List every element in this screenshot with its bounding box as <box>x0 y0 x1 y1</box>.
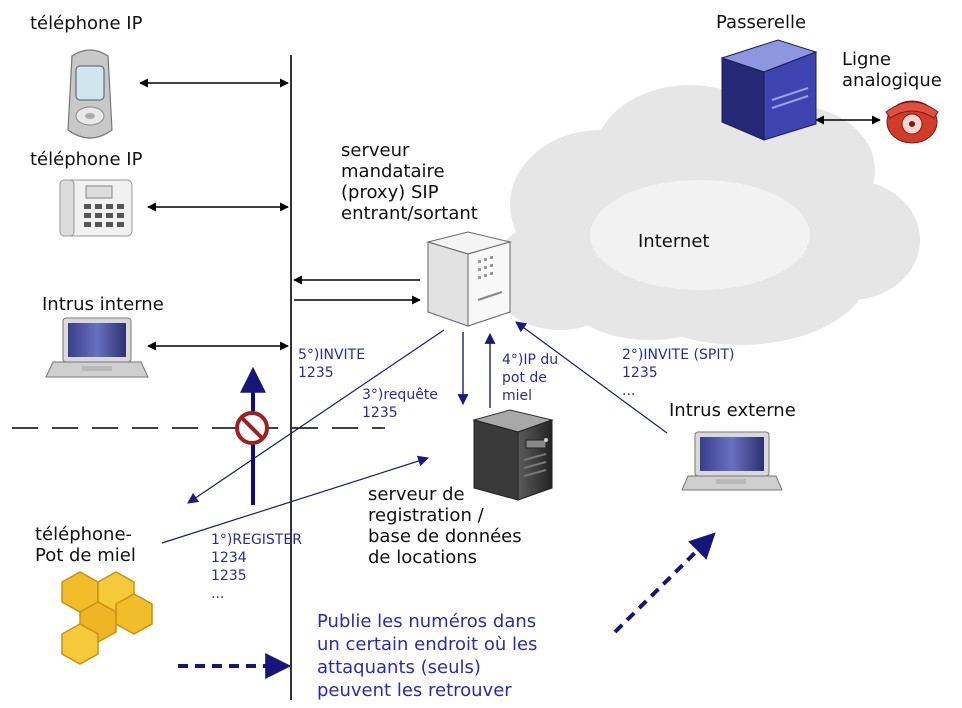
internal-laptop-icon <box>45 317 149 378</box>
label-phone-ip-1: téléphone IP <box>30 13 143 34</box>
forbidden-icon <box>235 411 269 445</box>
label-gateway: Passerelle <box>716 12 807 33</box>
mobile-phone-icon <box>67 49 113 139</box>
desk-phone-icon <box>59 179 133 237</box>
flow-register-1 <box>161 455 430 544</box>
registrar-server-icon <box>472 409 554 501</box>
label-internet: Internet <box>638 231 710 252</box>
label-step-invite-5: 5°)INVITE 1235 <box>298 347 366 381</box>
flow-invite-5 <box>187 329 445 504</box>
label-proxy-server: serveur mandataire (proxy) SIP entrant/s… <box>341 140 478 224</box>
external-laptop-icon <box>681 431 783 491</box>
label-publish-note: Publie les numéros dans un certain endro… <box>317 611 538 701</box>
internet-cloud <box>490 85 920 345</box>
label-internal-intruder: Intrus interne <box>42 294 164 315</box>
proxy-server-icon <box>426 231 512 327</box>
label-phone-ip-2: téléphone IP <box>30 149 143 170</box>
label-analog-line: Ligne analogique <box>842 49 942 91</box>
label-honeypot-phone: téléphone- Pot de miel <box>35 524 136 566</box>
gateway-server-icon <box>720 39 818 141</box>
label-external-intruder: Intrus externe <box>669 400 796 421</box>
label-registrar-server: serveur de registration / base de donnée… <box>368 484 522 568</box>
dashed-arrow-to-external <box>613 532 716 634</box>
flow-invite-spit-2 <box>515 321 668 434</box>
label-step-invite-spit-2: 2°)INVITE (SPIT) 1235 ... <box>622 347 735 399</box>
analog-phone-icon <box>885 100 939 144</box>
honeycomb-icon <box>61 571 153 665</box>
label-step-register-1: 1°)REGISTER 1234 1235 ... <box>211 532 302 602</box>
label-step-request-3: 3°)requête 1235 <box>362 387 438 421</box>
label-step-ip-honeypot-4: 4°)IP du pot de miel <box>502 352 559 404</box>
